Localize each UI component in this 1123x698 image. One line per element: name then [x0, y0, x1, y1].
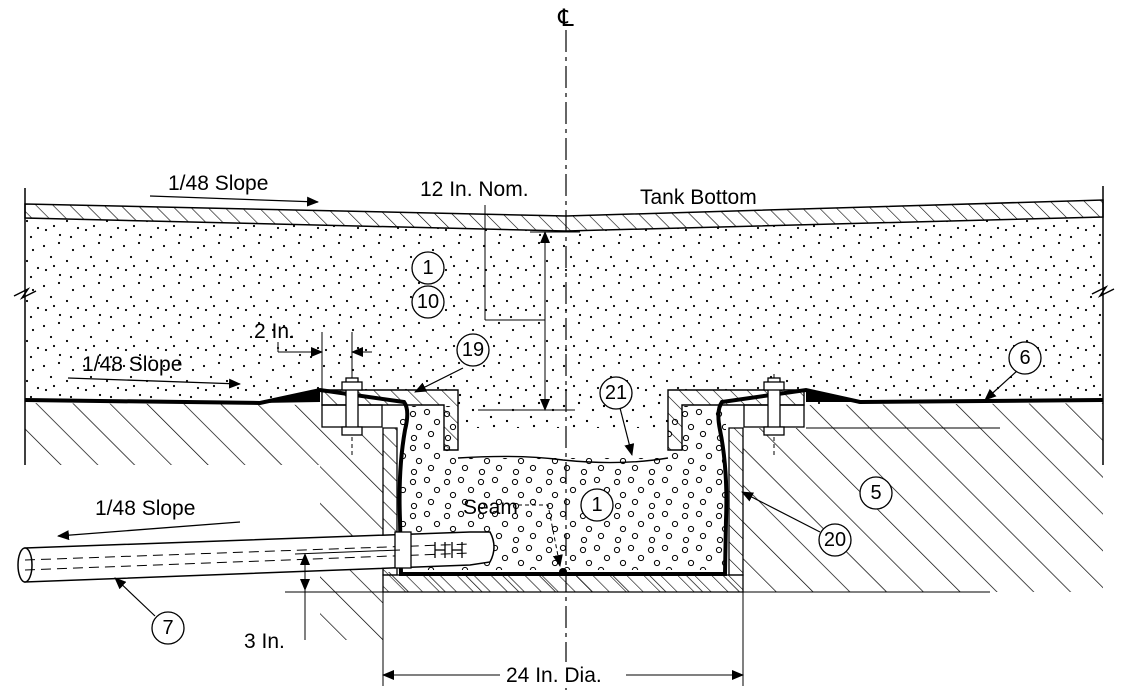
- right-bolt: [763, 374, 785, 455]
- sump-pit-walls: [382, 427, 744, 593]
- nominal-depth-label: 12 In. Nom.: [420, 178, 529, 201]
- callout-20: 20: [818, 523, 852, 557]
- svg-text:21: 21: [605, 382, 627, 404]
- slope-label-mid: 1/48 Slope: [82, 353, 182, 376]
- leader-seam: [518, 504, 563, 567]
- left-break-mark: [13, 287, 37, 300]
- callout-21: 21: [599, 376, 633, 410]
- callout-19: 19: [456, 333, 490, 367]
- diameter-label: 24 In. Dia.: [506, 664, 602, 687]
- callout-5: 5: [859, 476, 893, 510]
- callout-1-top: 1: [411, 251, 445, 285]
- tank-bottom-label: Tank Bottom: [640, 186, 757, 209]
- svg-text:6: 6: [1019, 347, 1030, 369]
- slope-arrow-pipe: [57, 521, 241, 541]
- leader-7: [114, 577, 156, 617]
- seam-label: Seam: [463, 496, 518, 519]
- svg-text:1: 1: [591, 494, 602, 516]
- offset-label: 2 In.: [254, 320, 295, 343]
- left-bolt: [341, 374, 363, 455]
- right-break-mark: [1091, 285, 1115, 298]
- leader-19: [414, 367, 464, 393]
- svg-text:5: 5: [870, 482, 881, 504]
- callout-6: 6: [1008, 341, 1042, 375]
- svg-text:19: 19: [462, 339, 484, 361]
- dimension-2-in: [277, 332, 372, 392]
- callout-7: 7: [151, 611, 185, 645]
- leader-20: [741, 491, 821, 533]
- slope-arrow-top: [149, 195, 319, 207]
- drain-pipe: [17, 531, 495, 583]
- slope-arrow-mid: [67, 377, 241, 389]
- svg-text:1: 1: [422, 257, 433, 279]
- dimension-12-in: [478, 205, 580, 411]
- seam-point: [559, 568, 567, 576]
- slope-label-pipe: 1/48 Slope: [95, 497, 195, 520]
- leader-21: [619, 407, 635, 456]
- svg-text:20: 20: [824, 529, 846, 551]
- diameter-label-bg: [500, 662, 626, 688]
- callout-10: 10: [411, 285, 445, 319]
- callout-1-bottom: 1: [580, 488, 614, 522]
- slope-label-top: 1/48 Slope: [168, 172, 268, 195]
- svg-text:7: 7: [162, 617, 173, 639]
- dimension-3-in: [285, 549, 745, 640]
- pipe-drop-label: 3 In.: [244, 630, 285, 653]
- sump-gravel-fill: [400, 406, 726, 570]
- svg-text:10: 10: [417, 291, 439, 313]
- leader-6: [984, 369, 1019, 401]
- centerline-symbol: ℄: [557, 5, 574, 32]
